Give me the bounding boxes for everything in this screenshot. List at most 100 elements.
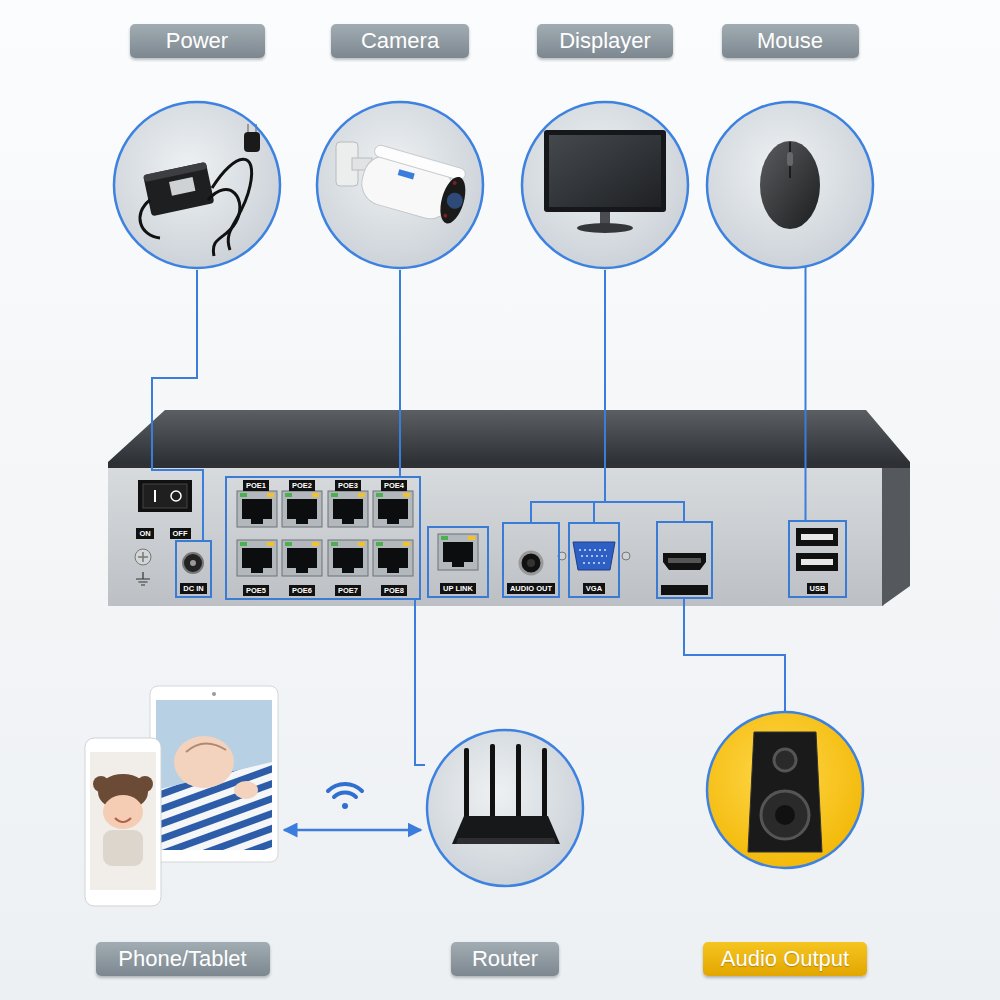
- camera-front: [436, 174, 470, 226]
- device-node: Displayer: [515, 22, 695, 270]
- device-circle: [707, 712, 863, 868]
- monitor: [522, 102, 688, 268]
- port-label: AUDIO OUT: [507, 583, 555, 594]
- device-node: Phone/Tablet: [85, 684, 280, 978]
- speaker-cone: [775, 805, 795, 825]
- device-circle: [707, 102, 873, 268]
- port-label: POE4: [381, 480, 407, 491]
- chassis-lip: [108, 462, 910, 468]
- tablet-body: [150, 686, 278, 862]
- port-label: UP LINK: [440, 583, 476, 594]
- device-outline: [700, 710, 870, 978]
- ir-led: [452, 181, 457, 186]
- port-label: USB: [807, 583, 829, 594]
- device-label: Audio Output: [703, 942, 867, 976]
- speaker: [707, 712, 863, 868]
- device-circle: [427, 730, 583, 886]
- usb-ports: [796, 528, 838, 571]
- router: [427, 730, 583, 886]
- power-switch: [138, 480, 192, 512]
- cable: [212, 159, 252, 250]
- device-label: Power: [130, 24, 265, 58]
- tablet: [150, 686, 278, 862]
- device-label: Displayer: [537, 24, 673, 58]
- jack-ring: [520, 552, 542, 574]
- speaker-tweeter: [774, 749, 796, 771]
- wifi-arc: [328, 784, 362, 791]
- vga-screw: [622, 552, 630, 560]
- adapter-brick: [143, 162, 214, 216]
- camera-logo: [398, 169, 415, 179]
- router-front: [456, 838, 556, 844]
- usb-tongue: [801, 559, 833, 565]
- poe-port-box: POE1POE2POE3POE4POE5POE6POE7POE8: [225, 476, 421, 600]
- baby-hair: [186, 743, 226, 752]
- screw-head: [135, 549, 151, 565]
- disc: [522, 102, 688, 268]
- baby-smile: [115, 818, 131, 822]
- port-label: POE8: [381, 585, 407, 596]
- camera-lens: [445, 191, 465, 211]
- cable: [208, 190, 240, 256]
- switch-on-mark: [154, 490, 156, 502]
- port-box: VGA: [568, 522, 620, 598]
- poe-port: [237, 540, 277, 576]
- uplink-port: [438, 534, 478, 570]
- mouse-wheel: [787, 152, 793, 166]
- speaker-cabinet: [748, 732, 822, 852]
- port-label: DC IN: [180, 583, 206, 594]
- camera-body: [357, 143, 473, 227]
- dc-jack: [183, 553, 203, 573]
- phone: [85, 738, 161, 906]
- hdmi-tag: [661, 585, 708, 595]
- poe-port: [237, 491, 277, 527]
- baby-hand: [234, 781, 258, 799]
- usb-tongue: [801, 534, 833, 540]
- phone-screen: [90, 752, 156, 890]
- connector: [152, 270, 203, 540]
- device-outline: [310, 22, 490, 270]
- antenna: [464, 748, 469, 820]
- device-label: Mouse: [722, 24, 859, 58]
- wifi-symbol: [328, 784, 362, 809]
- tablet-camera: [212, 692, 216, 696]
- brick-body: [143, 162, 214, 216]
- hdmi-shell: [663, 553, 706, 570]
- connector: [415, 600, 425, 765]
- audio-jack: [520, 552, 542, 574]
- baby-head: [174, 736, 234, 788]
- port-box: USB: [788, 520, 847, 598]
- port-label: POE2: [289, 480, 315, 491]
- device-circle: [114, 102, 280, 268]
- tablet-screen: [156, 700, 272, 850]
- poe-port: [282, 540, 322, 576]
- port-label: POE1: [243, 480, 269, 491]
- connector: [594, 270, 605, 522]
- router-body: [452, 816, 560, 844]
- ir-led: [443, 213, 448, 218]
- switch-label: ON: [136, 528, 153, 539]
- bullet-camera: [317, 102, 483, 268]
- hdmi-tongue: [668, 558, 701, 563]
- monitor-bezel: [544, 130, 666, 212]
- hdmi-outline: [657, 522, 712, 598]
- switch-rocker: [143, 484, 187, 508]
- device-node: Camera: [310, 22, 490, 270]
- power-adapter: [114, 102, 280, 268]
- monitor-screen: [549, 135, 661, 207]
- switch-frame: [138, 480, 192, 512]
- nvr-chassis: [108, 410, 910, 606]
- device-circle: [522, 102, 688, 268]
- ground-symbol: [136, 572, 150, 585]
- poe-port: [373, 540, 413, 576]
- port-box: UP LINK: [427, 526, 489, 598]
- device-circle: [317, 102, 483, 268]
- disc: [707, 712, 863, 868]
- baby-face: [103, 795, 143, 829]
- wifi-arc: [334, 793, 356, 797]
- connectors: [152, 266, 806, 830]
- vga-pins: [579, 550, 609, 563]
- wifi-dot: [342, 803, 348, 809]
